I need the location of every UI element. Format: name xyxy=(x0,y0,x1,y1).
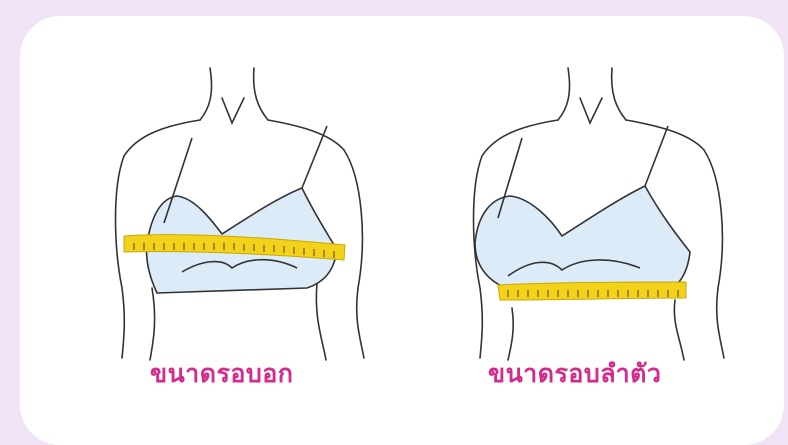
bust-caption: ขนาดรอบอก xyxy=(150,354,293,394)
underbust-caption: ขนาดรอบลำตัว xyxy=(488,354,661,394)
content-card: ขนาดรอบอก ขนาดรอบลำตัว xyxy=(20,16,784,445)
bust-measurement-illustration xyxy=(82,38,382,373)
underbust-measurement-illustration xyxy=(450,38,750,373)
